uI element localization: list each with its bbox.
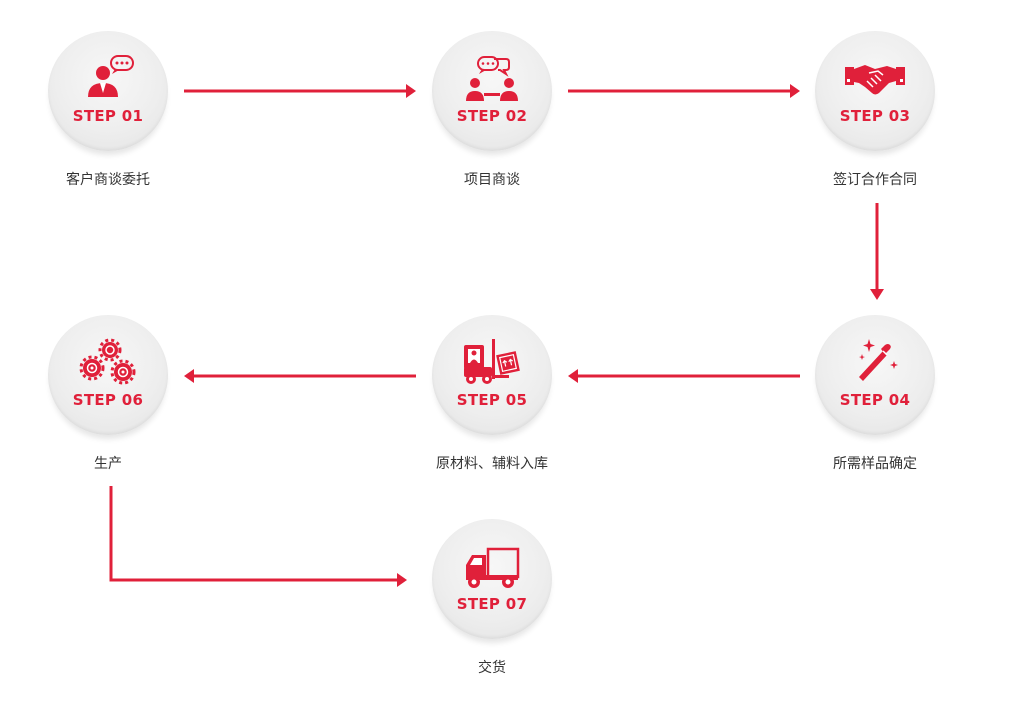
step-caption: 签订合作合同 (833, 172, 917, 188)
step-06: STEP 06 生产 (38, 315, 178, 485)
step-circle: STEP 02 (432, 31, 552, 151)
step-caption: 生产 (94, 456, 122, 472)
step-label: STEP 02 (456, 107, 528, 125)
gears-icon (79, 338, 136, 385)
arrowhead (790, 84, 800, 98)
arrowhead (406, 84, 416, 98)
step-caption: 所需样品确定 (833, 456, 917, 472)
step-02: STEP 02 项目商谈 (422, 31, 562, 201)
meeting-icon (466, 56, 518, 101)
arrowhead (184, 369, 194, 383)
step-circle: STEP 06 (48, 315, 168, 435)
step-label: STEP 01 (72, 107, 144, 125)
step-03: STEP 03 签订合作合同 (805, 31, 945, 201)
step-label: STEP 03 (839, 107, 911, 125)
step-01: STEP 01 客户商谈委托 (38, 31, 178, 201)
step-circle: STEP 01 (48, 31, 168, 151)
step-caption: 交货 (478, 660, 506, 676)
step-label: STEP 05 (456, 391, 528, 409)
step-circle: STEP 05 (432, 315, 552, 435)
delivery-truck-icon (466, 547, 520, 588)
step-caption: 客户商谈委托 (66, 172, 150, 188)
arrowhead (870, 289, 884, 300)
step-circle: STEP 07 (432, 519, 552, 639)
arrowhead (397, 573, 407, 587)
step-circle: STEP 03 (815, 31, 935, 151)
arrow-step6-to-step7 (109, 486, 398, 582)
arrowhead (568, 369, 578, 383)
forklift-icon (464, 339, 520, 384)
step-circle: STEP 04 (815, 315, 935, 435)
step-04: STEP 04 所需样品确定 (805, 315, 945, 485)
client-consult-icon (88, 55, 134, 97)
step-label: STEP 04 (839, 391, 911, 409)
step-label: STEP 07 (456, 595, 528, 613)
step-caption: 原材料、辅料入库 (436, 456, 548, 472)
step-label: STEP 06 (72, 391, 144, 409)
handshake-icon (845, 65, 905, 95)
magic-wand-icon (859, 339, 898, 381)
step-05: STEP 05 原材料、辅料入库 (422, 315, 562, 485)
step-07: STEP 07 交货 (422, 519, 562, 689)
step-caption: 项目商谈 (464, 172, 520, 188)
